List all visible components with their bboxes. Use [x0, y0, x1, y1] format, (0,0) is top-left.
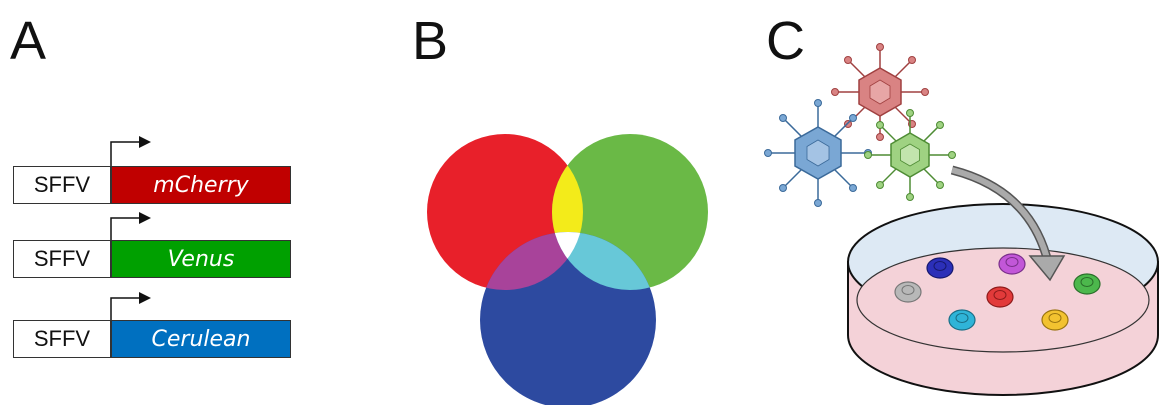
panel-c-label: C: [766, 11, 805, 71]
colony: [986, 286, 1014, 308]
promoter-box: SFFV: [13, 240, 111, 278]
promoter-arrow: [110, 212, 151, 240]
promoter-arrow: [110, 136, 151, 166]
panel-a-label: A: [10, 11, 47, 71]
venn-cyan-overlap: [552, 232, 656, 290]
construct-venus: SFFV Venus: [13, 240, 291, 280]
virus-red-icon: [831, 43, 929, 141]
promoter-box: SFFV: [13, 320, 111, 358]
colony: [1041, 309, 1069, 331]
colony: [1073, 273, 1101, 295]
infection-arrow: [950, 165, 1066, 282]
colony: [894, 281, 922, 303]
gene-box-venus: Venus: [111, 240, 291, 278]
construct-mcherry: SFFV mCherry: [13, 166, 291, 206]
virus-blue-icon: [764, 99, 872, 207]
promoter-arrow: [110, 292, 151, 320]
venn-magenta-overlap: [480, 232, 583, 290]
colony: [998, 253, 1026, 275]
construct-cerulean: SFFV Cerulean: [13, 320, 291, 360]
gene-box-mcherry: mCherry: [111, 166, 291, 204]
virus-green-icon: [864, 109, 956, 201]
gene-box-cerulean: Cerulean: [111, 320, 291, 358]
panel-b-label: B: [412, 11, 449, 71]
promoter-box: SFFV: [13, 166, 111, 204]
rgb-venn-diagram: [427, 134, 708, 405]
colony: [948, 309, 976, 331]
colony: [926, 257, 954, 279]
